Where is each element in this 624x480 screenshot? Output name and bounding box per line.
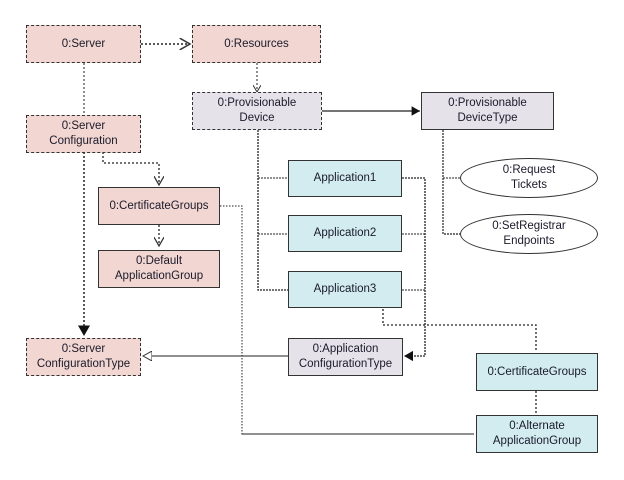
node-server-configuration-type[interactable]: 0:Server ConfigurationType: [26, 338, 152, 387]
node-provisionable-device-type-label: 0:Provisionable DeviceType: [448, 97, 527, 124]
node-certificate-groups-right[interactable]: 0:CertificateGroups: [476, 353, 598, 391]
node-default-application-group-label: 0:Default ApplicationGroup: [114, 255, 204, 282]
node-server-label: 0:Server: [61, 37, 106, 50]
node-alternate-application-group[interactable]: 0:Alternate ApplicationGroup: [476, 415, 598, 453]
link-serverconfig-certgroups: [102, 152, 159, 185]
node-certificate-groups-right-label: 0:CertificateGroups: [487, 365, 587, 378]
node-server-configuration-type-label: 0:Server ConfigurationType: [36, 343, 131, 370]
node-request-tickets-label: 0:Request Tickets: [502, 164, 556, 191]
node-provisionable-device-type[interactable]: 0:Provisionable DeviceType: [421, 92, 565, 141]
node-application1-label: Application1: [313, 172, 377, 184]
node-server[interactable]: 0:Server: [26, 25, 141, 63]
node-request-tickets[interactable]: 0:Request Tickets: [460, 158, 598, 198]
node-application2-label: Application2: [313, 227, 377, 239]
node-application3-label: Application3: [313, 283, 377, 295]
node-alternate-application-group-label: 0:Alternate ApplicationGroup: [492, 420, 582, 447]
node-default-application-group[interactable]: 0:Default ApplicationGroup: [98, 250, 220, 288]
node-certificate-groups-left[interactable]: 0:CertificateGroups: [98, 187, 220, 225]
link-applications-appconfigtype: [402, 177, 426, 362]
node-set-registrar-endpoints[interactable]: 0:SetRegistrar Endpoints: [460, 214, 598, 254]
node-application-configuration-type[interactable]: 0:Application ConfigurationType: [288, 338, 414, 387]
node-application1[interactable]: Application1: [288, 160, 402, 197]
node-certificate-groups-left-label: 0:CertificateGroups: [109, 199, 209, 212]
node-resources[interactable]: 0:Resources: [192, 25, 321, 63]
link-device-applications: [257, 130, 288, 291]
node-application3[interactable]: Application3: [288, 271, 402, 308]
node-application2[interactable]: Application2: [288, 215, 402, 252]
node-server-configuration[interactable]: 0:Server Configuration: [26, 115, 141, 153]
node-resources-label: 0:Resources: [224, 37, 289, 50]
node-application-configuration-type-label: 0:Application ConfigurationType: [298, 343, 393, 370]
node-provisionable-device[interactable]: 0:Provisionable Device: [192, 92, 322, 130]
node-server-configuration-label: 0:Server Configuration: [49, 120, 118, 147]
node-provisionable-device-label: 0:Provisionable Device: [217, 97, 297, 124]
link-app3-certgroups: [382, 309, 537, 352]
link-devicetype-ellipses: [442, 130, 460, 235]
node-set-registrar-endpoints-label: 0:SetRegistrar Endpoints: [492, 220, 566, 247]
